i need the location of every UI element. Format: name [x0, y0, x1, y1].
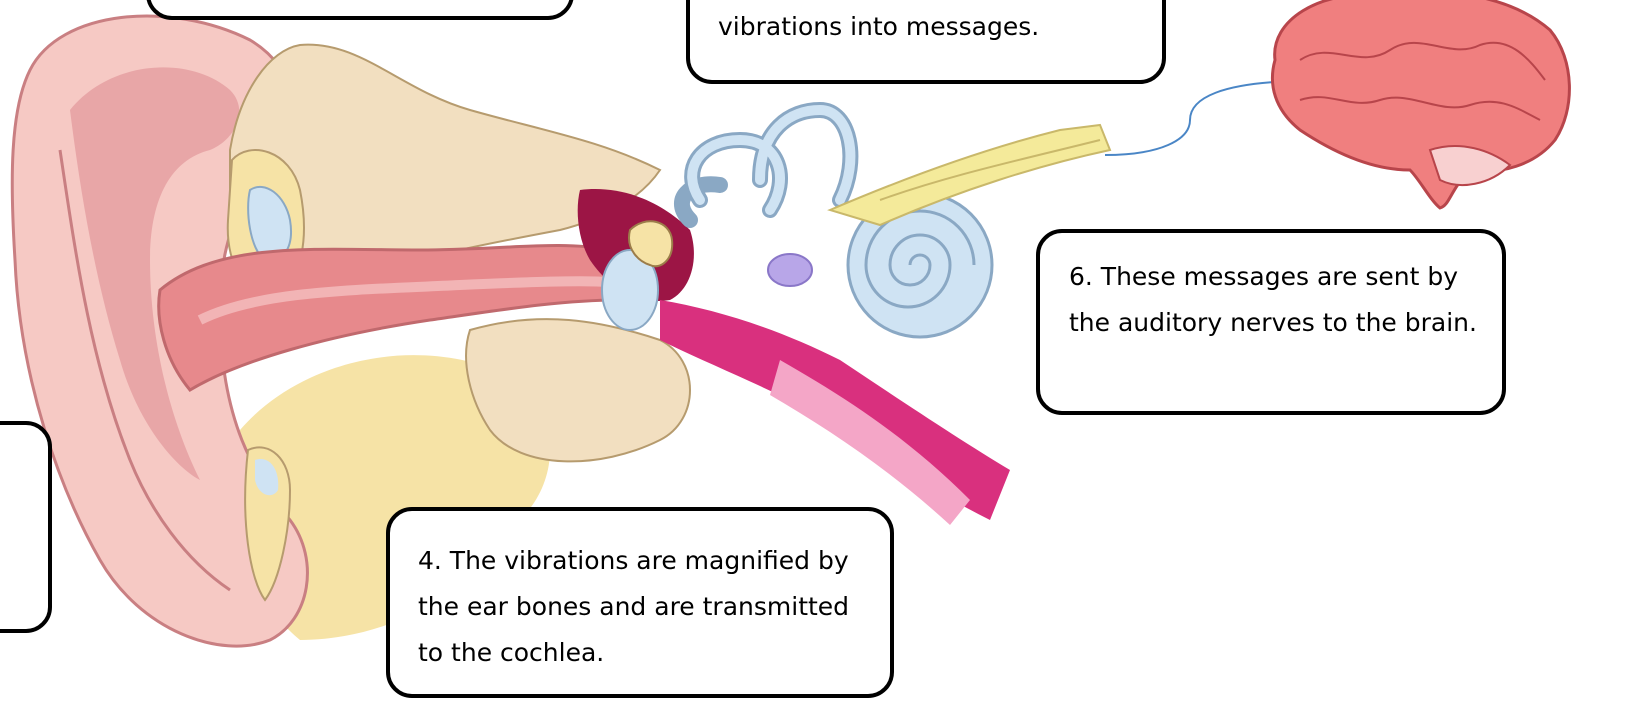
callout-box-5: [0, 421, 52, 633]
auditory-nerve: [830, 125, 1110, 225]
nerve-connector-line: [1105, 82, 1275, 155]
callout-box-4: 4. The vibrations are magnified by the e…: [386, 507, 894, 698]
callout-text-2: vibrations into messages.: [718, 4, 1039, 50]
callout-text-4: 4. The vibrations are magnified by the e…: [418, 538, 870, 676]
callout-box-2: vibrations into messages.: [686, 0, 1166, 84]
callout-box-1: [146, 0, 574, 20]
oval-window: [768, 254, 812, 286]
callout-text-6: 6. These messages are sent by the audito…: [1069, 254, 1482, 346]
temporal-bone-lower: [466, 319, 690, 461]
brain-illustration: [1272, 0, 1569, 208]
semicircular-canals: [682, 110, 850, 220]
callout-box-6: 6. These messages are sent by the audito…: [1036, 229, 1506, 415]
